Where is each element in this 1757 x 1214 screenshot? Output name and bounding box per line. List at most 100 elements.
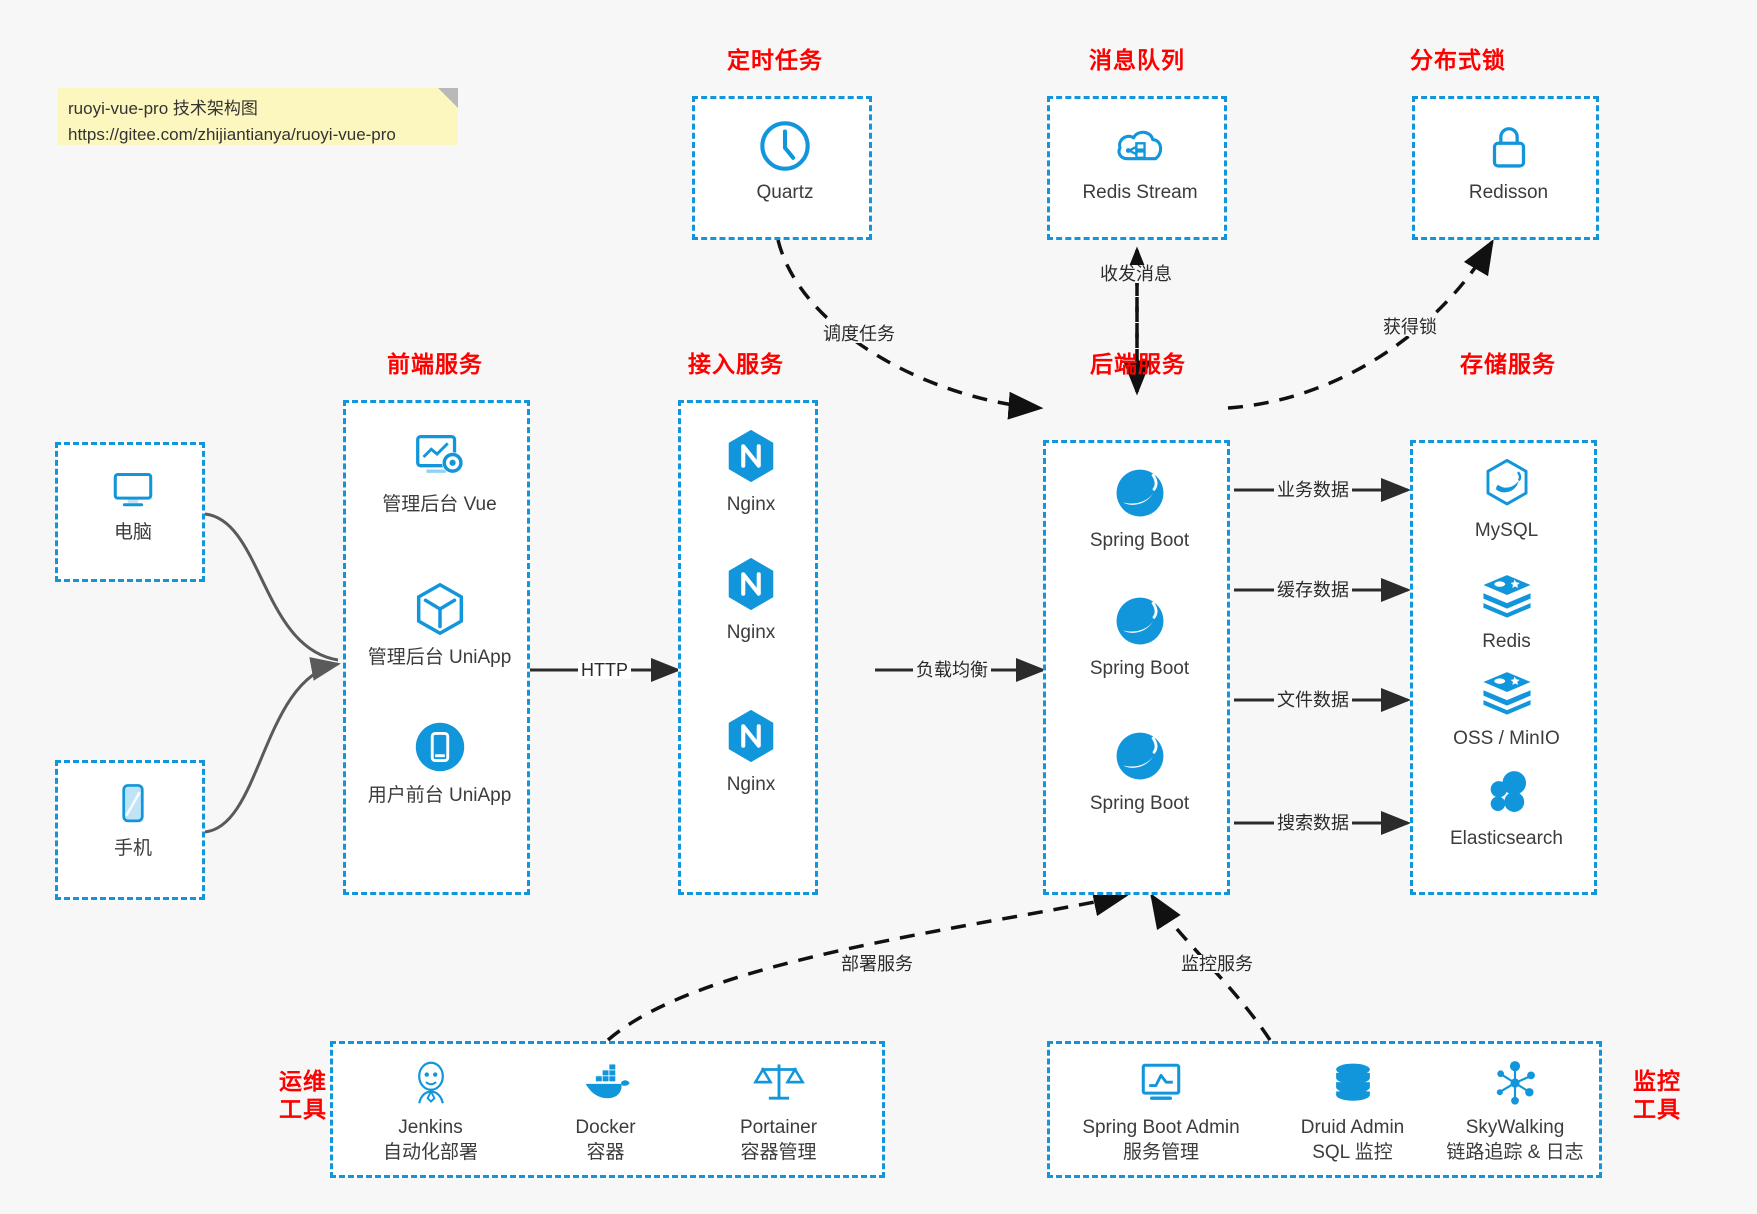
group-title-frontend: 前端服务 [387,351,483,377]
note-line-url: https://gitee.com/zhijiantianya/ruoyi-vu… [68,124,396,144]
node-jenkins[interactable]: Jenkins 自动化部署 [343,1056,518,1165]
nginx-icon [728,557,774,611]
node-computer[interactable]: 电脑 [58,461,208,546]
group-box-frontend: 管理后台 Vue 管理后台 UniApp 用户前台 UniApp [343,400,530,895]
node-redis[interactable]: Redis [1413,566,1600,655]
node-user-uniapp[interactable]: 用户前台 UniApp [346,716,533,809]
node-skywalking[interactable]: SkyWalking 链路追踪 & 日志 [1425,1056,1605,1165]
edge-label-file-data: 文件数据 [1274,691,1352,709]
nginx-icon [728,709,774,763]
node-label: Spring Boot [1089,658,1190,679]
node-label: Quartz [756,182,814,203]
node-elasticsearch[interactable]: Elasticsearch [1413,763,1600,852]
client-box-phone: 手机 [55,760,205,900]
node-redisson[interactable]: Redisson [1415,117,1602,206]
client-box-computer: 电脑 [55,442,205,582]
group-box-gateway: Nginx Nginx Nginx [678,400,818,895]
node-label: 手机 [113,838,152,859]
mysql-dolphin-icon [1486,458,1527,506]
group-title-storage: 存储服务 [1460,351,1556,377]
node-nginx-1[interactable]: Nginx [681,425,821,518]
node-druid-admin[interactable]: Druid Admin SQL 监控 [1265,1056,1440,1165]
monitor-chart-icon [1141,1063,1181,1100]
note-line-title: ruoyi-vue-pro 技术架构图 [68,99,258,118]
group-box-message-queue: Redis Stream [1047,96,1227,240]
docker-whale-icon [585,1064,630,1099]
group-box-distributed-lock: Redisson [1412,96,1599,240]
edge-label-monitor-service: 监控服务 [1178,955,1256,973]
node-label: Jenkins 自动化部署 [382,1117,478,1163]
edge-label-cache-data: 缓存数据 [1274,581,1352,599]
lock-icon [1492,127,1525,168]
node-redis-stream[interactable]: Redis Stream [1050,117,1230,206]
group-title-scheduled-task: 定时任务 [727,47,823,73]
node-spring-boot-3[interactable]: Spring Boot [1046,726,1233,817]
node-oss-minio[interactable]: OSS / MinIO [1413,663,1600,752]
note-fold-corner [438,88,458,108]
node-label: 管理后台 UniApp [367,647,512,668]
clock-icon [760,121,810,171]
dashboard-settings-icon [415,434,463,474]
node-phone[interactable]: 手机 [58,777,208,862]
node-nginx-2[interactable]: Nginx [681,553,821,646]
node-label: 管理后台 Vue [382,494,497,515]
group-box-backend: Spring Boot Spring Boot Spring Boot [1043,440,1230,895]
node-label: Nginx [726,622,776,643]
node-label: Spring Boot [1089,530,1190,551]
node-label: Elasticsearch [1450,828,1563,849]
edge-label-deploy-service: 部署服务 [838,955,916,973]
node-mysql[interactable]: MySQL [1413,455,1600,544]
node-label: Nginx [726,494,776,515]
edge-label-http: HTTP [578,661,631,679]
elasticsearch-icon [1490,771,1526,812]
node-label: Spring Boot [1089,793,1190,814]
node-spring-boot-2[interactable]: Spring Boot [1046,591,1233,682]
node-label: MySQL [1474,520,1539,541]
edge-label-business-data: 业务数据 [1274,481,1352,499]
node-label: OSS / MinIO [1453,728,1560,749]
node-admin-vue[interactable]: 管理后台 Vue [346,425,533,518]
node-label: Redisson [1468,182,1549,203]
desktop-monitor-icon [113,472,153,507]
node-label: SkyWalking 链路追踪 & 日志 [1446,1117,1584,1163]
edge-label-load-balance: 负载均衡 [913,661,991,679]
node-nginx-3[interactable]: Nginx [681,705,821,798]
spring-boot-icon [1116,597,1163,645]
edge-label-search-data: 搜索数据 [1274,814,1352,832]
node-label: 用户前台 UniApp [367,785,512,806]
node-spring-boot-1[interactable]: Spring Boot [1046,463,1233,554]
node-portainer[interactable]: Portainer 容器管理 [691,1056,866,1165]
group-title-distributed-lock: 分布式锁 [1410,47,1506,73]
group-box-devops: Jenkins 自动化部署 Docker 容器 [330,1041,885,1178]
redis-stack-icon [1482,672,1531,715]
group-title-message-queue: 消息队列 [1089,47,1185,73]
node-admin-uniapp[interactable]: 管理后台 UniApp [346,578,533,671]
node-label: Redis [1482,631,1531,652]
spring-boot-icon [1116,732,1163,780]
node-label: Nginx [726,774,776,795]
edge-label-schedule-task: 调度任务 [820,325,898,343]
mobile-phone-icon [122,784,144,823]
node-label: Druid Admin SQL 监控 [1300,1117,1405,1163]
nginx-icon [728,429,774,483]
redis-stack-icon [1482,575,1531,618]
database-cylinder-icon [1335,1063,1370,1101]
mobile-app-icon [415,722,464,772]
edge-label-acquire-lock: 获得锁 [1380,318,1440,336]
node-docker[interactable]: Docker 容器 [518,1056,693,1165]
group-box-monitoring: Spring Boot Admin 服务管理 Druid Admin SQL 监… [1047,1041,1602,1178]
node-label: Portainer 容器管理 [739,1117,818,1163]
node-label: Docker 容器 [575,1117,636,1163]
node-label: 电脑 [113,522,152,543]
edge-label-send-receive-message: 收发消息 [1097,265,1175,283]
node-quartz[interactable]: Quartz [695,117,875,206]
node-spring-boot-admin[interactable]: Spring Boot Admin 服务管理 [1056,1056,1266,1165]
scales-icon [752,1064,805,1100]
skywalking-node-icon [1496,1061,1535,1105]
group-title-backend: 后端服务 [1090,351,1186,377]
jenkins-butler-icon [417,1061,444,1104]
node-label: Redis Stream [1082,182,1198,203]
node-label: Spring Boot Admin 服务管理 [1082,1117,1240,1163]
group-title-devops: 运维 工具 [279,1068,327,1123]
